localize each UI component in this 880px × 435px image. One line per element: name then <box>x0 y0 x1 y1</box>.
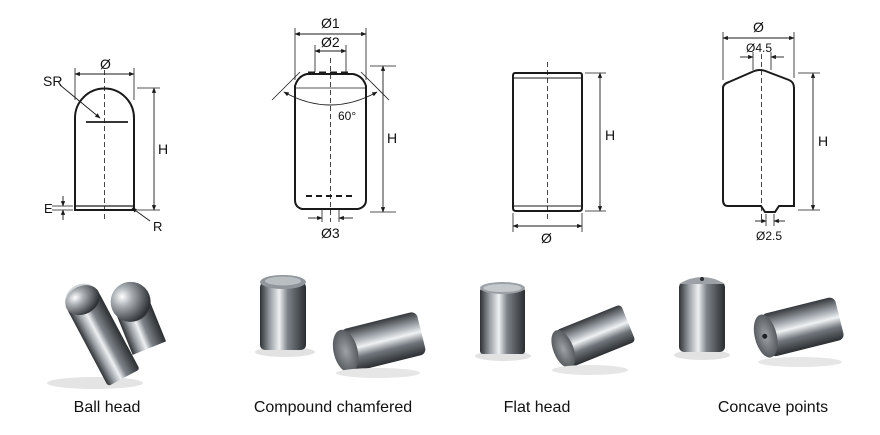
flat-head-outline <box>512 72 583 212</box>
flat-head-photo <box>475 282 635 375</box>
concave-points-top-hole-label: Ø4.5 <box>746 41 772 55</box>
compound-chamfered-d3-label: Ø3 <box>321 225 340 241</box>
flat-head-height-label: H <box>605 127 615 143</box>
ball-head-sr-label: SR <box>43 73 62 89</box>
flat-head-diameter-label: Ø <box>541 230 552 246</box>
compound-chamfered-outline <box>294 73 367 210</box>
concave-points-drawing <box>722 32 820 226</box>
concave-points-height-label: H <box>818 133 828 149</box>
compound-chamfered-photo <box>255 275 426 378</box>
ball-head-e-label: E <box>44 201 53 216</box>
compound-chamfered-angle-arc <box>283 91 378 106</box>
compound-chamfered-d1-label: Ø1 <box>321 15 340 31</box>
ball-head-sr-leader <box>59 84 101 119</box>
compound-chamfered-height-label: H <box>387 130 397 146</box>
concave-points-caption: Concave points <box>717 399 829 416</box>
ball-head-r-label: R <box>153 219 162 234</box>
ball-head-outline <box>74 87 135 211</box>
compound-chamfered-caption: Compound chamfered <box>253 399 413 416</box>
ball-head-photo <box>47 281 167 389</box>
compound-chamfered-d2-label: Ø2 <box>321 34 340 50</box>
ball-head-diameter-label: Ø <box>100 56 111 72</box>
ball-head-caption: Ball head <box>73 399 141 416</box>
ball-head-height-label: H <box>158 141 168 157</box>
concave-points-photo <box>674 277 844 367</box>
compound-chamfered-angle-label: 60° <box>338 109 356 123</box>
concave-points-outline <box>722 69 795 213</box>
ball-head-r-leader <box>131 207 151 222</box>
ball-head-drawing <box>52 68 160 222</box>
concave-points-bottom-hole-label: Ø2.5 <box>756 229 782 243</box>
concave-points-diameter-label: Ø <box>753 19 764 35</box>
flat-head-drawing <box>512 62 606 232</box>
compound-chamfered-drawing <box>271 28 396 222</box>
flat-head-caption: Flat head <box>503 399 571 416</box>
